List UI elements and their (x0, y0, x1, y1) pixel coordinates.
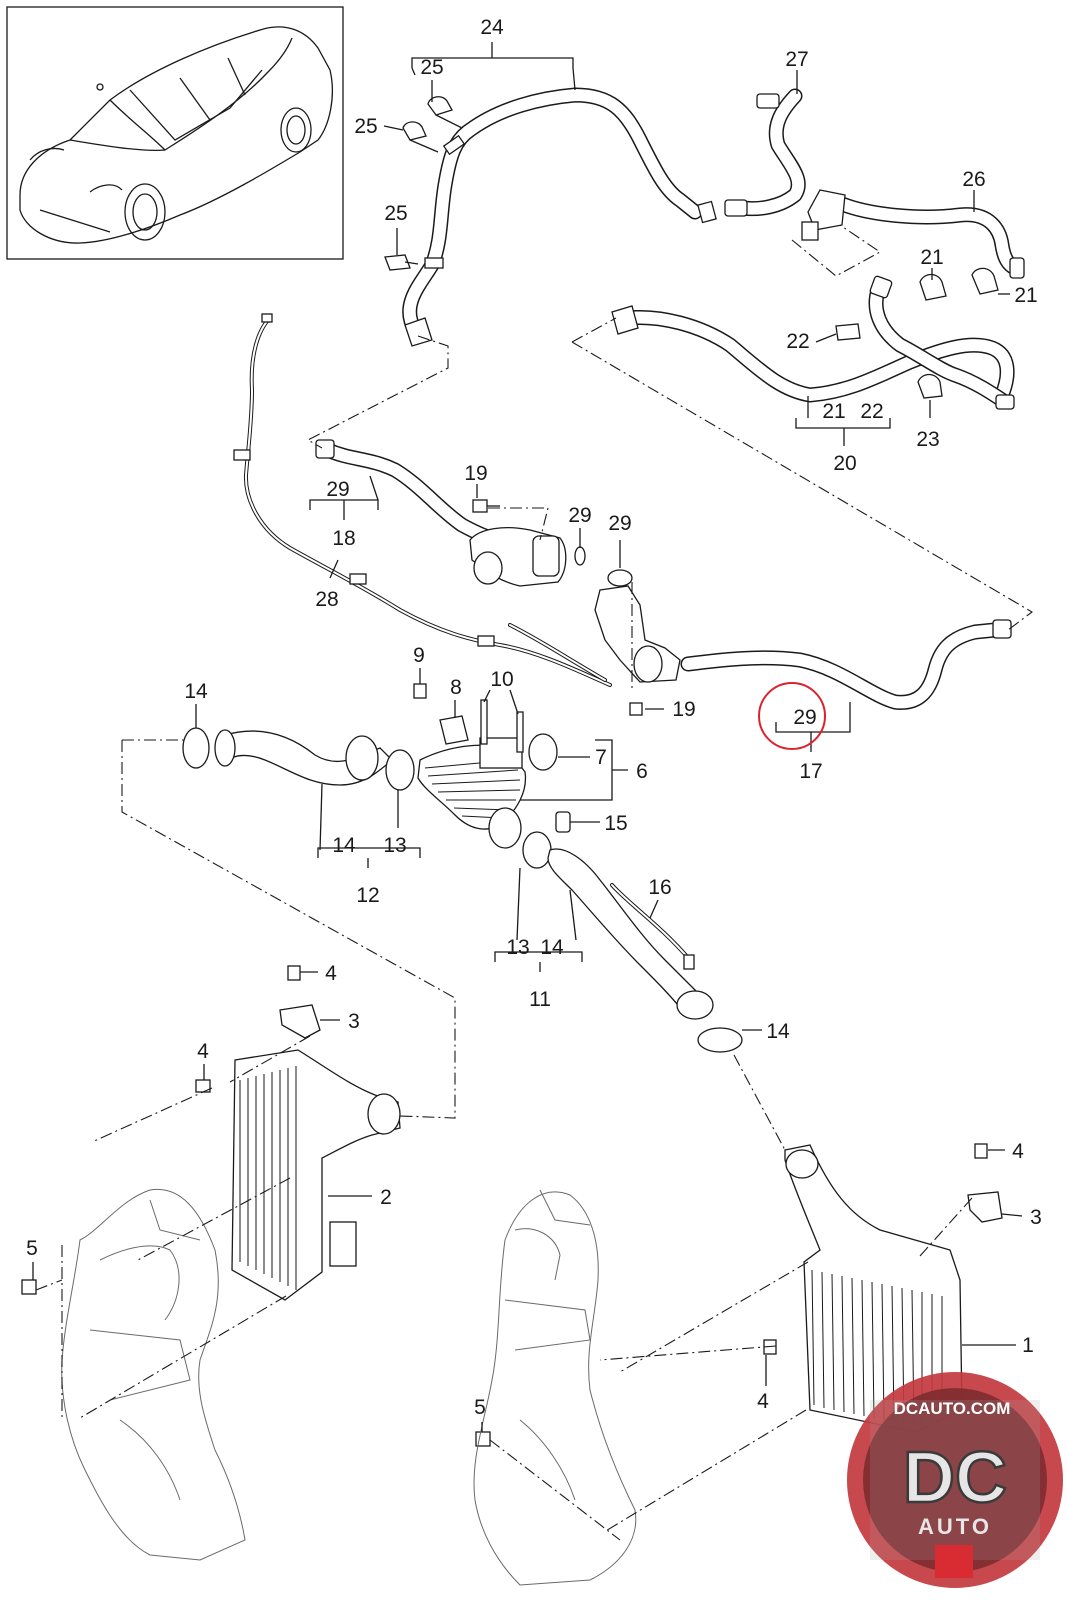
callout-12: 12 (356, 884, 379, 907)
hose-clamp-23 (917, 373, 943, 399)
callout-4: 4 (1012, 1140, 1024, 1163)
callout-14: 14 (540, 936, 564, 959)
watermark-subtext: AUTO (918, 1514, 992, 1539)
body-panel-right (473, 1189, 637, 1586)
callout-10: 10 (490, 668, 513, 691)
gasket-7 (528, 733, 558, 771)
callout-19: 19 (672, 698, 695, 721)
coolant-pipe-17 (594, 569, 1012, 710)
callout-21: 21 (920, 246, 943, 269)
vehicle-inset (6, 6, 344, 260)
callout-29: 29 (793, 706, 816, 729)
air-distributor-6 (417, 737, 527, 849)
bracket-3-right (967, 1191, 1003, 1223)
callout-28: 28 (315, 588, 338, 611)
clamp-13-right (522, 831, 552, 869)
callout-11: 11 (529, 988, 551, 1011)
callout-14: 14 (766, 1020, 790, 1043)
callout-3: 3 (1030, 1206, 1042, 1229)
callout-22: 22 (786, 330, 809, 353)
intercooler-2 (231, 1049, 401, 1301)
bolt-5-left (21, 1279, 37, 1295)
charge-air-hose-12 (182, 727, 393, 786)
callout-25: 25 (420, 56, 443, 79)
callout-1: 1 (1022, 1334, 1034, 1357)
callout-21: 21 (1014, 284, 1037, 307)
coolant-pipe-housing-upper (469, 527, 586, 587)
callout-5: 5 (26, 1237, 38, 1260)
callout-26: 26 (962, 168, 985, 191)
bolt-4-left-upper (287, 965, 301, 981)
callout-24: 24 (480, 16, 504, 39)
hose-clamp-22 (835, 323, 861, 341)
hose-clamp-21-a (919, 273, 947, 301)
hose-clamp-25-lower (384, 254, 419, 271)
callout-4: 4 (325, 962, 337, 985)
callout-19: 19 (464, 462, 487, 485)
assembly-lines (35, 224, 1033, 1541)
screw-19-upper (472, 499, 500, 513)
callout-18: 18 (332, 527, 355, 550)
callout-22: 22 (860, 400, 883, 423)
screw-19-lower (629, 702, 643, 716)
callout-9: 9 (413, 644, 425, 667)
callout-7: 7 (595, 746, 607, 769)
coolant-hose-20 (611, 275, 1015, 410)
hose-clamp-25-upper (427, 96, 463, 129)
callout-25: 25 (384, 202, 407, 225)
callout-27: 27 (785, 48, 808, 71)
bracket-8 (439, 715, 469, 745)
bolts-10 (480, 699, 524, 753)
callout-3: 3 (348, 1010, 360, 1033)
sensor-15 (555, 811, 571, 833)
callout-25: 25 (354, 115, 377, 138)
callout-2: 2 (380, 1186, 392, 1209)
leader-lines (32, 42, 1023, 1432)
callout-16: 16 (648, 876, 671, 899)
coolant-hose-26 (801, 189, 1025, 279)
callout-6: 6 (636, 760, 648, 783)
dcauto-watermark: DCAUTO.COM DC AUTO (847, 1372, 1063, 1588)
bolt-9 (413, 683, 427, 699)
clamp-13-left (385, 749, 415, 791)
callout-14: 14 (184, 680, 208, 703)
bracket-3-left (279, 1004, 321, 1039)
callouts: 24 25 25 25 27 26 21 21 22 21 22 23 20 1… (26, 16, 1042, 1419)
callout-17: 17 (799, 760, 822, 783)
car-illustration (19, 26, 333, 244)
callout-29: 29 (326, 478, 349, 501)
watermark-logo: DC (903, 1438, 1007, 1518)
watermark-url: DCAUTO.COM (894, 1399, 1011, 1418)
callout-29: 29 (608, 512, 631, 535)
callout-4: 4 (197, 1040, 209, 1063)
callout-29: 29 (568, 504, 591, 527)
bolt-4-right-upper (974, 1143, 988, 1159)
callout-13: 13 (506, 936, 529, 959)
callout-23: 23 (916, 428, 939, 451)
charge-air-hose-11 (547, 848, 743, 1053)
hose-clamp-21-b (971, 267, 999, 295)
coolant-hose-24 (402, 87, 717, 347)
callout-8: 8 (450, 676, 462, 699)
callout-14: 14 (332, 834, 356, 857)
callout-5: 5 (474, 1396, 486, 1419)
coolant-hose-27 (724, 88, 806, 217)
callout-15: 15 (604, 812, 627, 835)
callout-21: 21 (822, 400, 845, 423)
hose-clamp-25-middle (402, 121, 439, 153)
callout-4: 4 (757, 1390, 769, 1413)
callout-13: 13 (383, 834, 406, 857)
callout-20: 20 (833, 452, 856, 475)
sensor-wire-28 (233, 313, 612, 687)
highlight-circle (758, 682, 826, 750)
